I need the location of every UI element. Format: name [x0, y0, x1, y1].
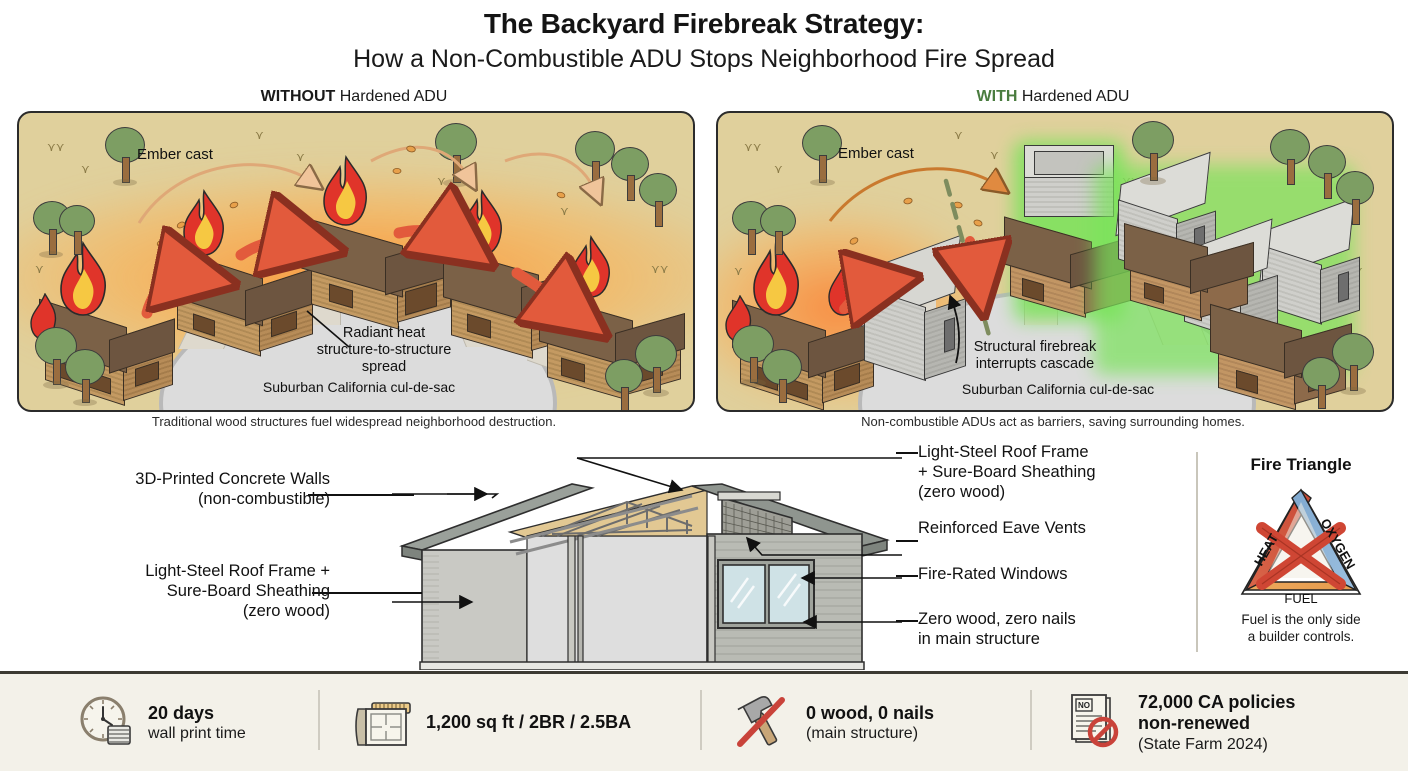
radiant-heat-leader — [306, 310, 350, 348]
radiant-heat-callout: Radiant heat structure-to-structure spre… — [316, 325, 452, 376]
tree-icon — [1302, 357, 1344, 410]
stats-divider — [318, 690, 320, 750]
stat-value-line2: non-renewed — [1138, 713, 1251, 734]
panel-heading-with: WITH Hardened ADU — [715, 88, 1391, 106]
cutaway-label-steel-roof-left: Light-Steel Roof Frame + Sure-Board Shea… — [145, 562, 330, 620]
stat-item: 0 wood, 0 nails (main structure) — [730, 688, 1010, 758]
fire-triangle-divider — [1196, 452, 1198, 652]
panel-heading-without: WITHOUT Hardened ADU — [16, 88, 692, 106]
leader-line — [308, 494, 414, 496]
stat-text: 72,000 CA policies non-renewed (State Fa… — [1138, 692, 1295, 754]
stat-sublabel: (State Farm 2024) — [1138, 736, 1268, 753]
firebreak-callout: Structural firebreak interrupts cascade — [973, 339, 1097, 373]
cutaway-label-steel-roof-right: Light-Steel Roof Frame + Sure-Board Shea… — [918, 443, 1096, 501]
cutaway-label-zero-wood: Zero wood, zero nails in main structure — [918, 610, 1076, 648]
tree-icon — [762, 349, 804, 410]
ember-cast-label-right: Ember cast — [838, 145, 914, 162]
blueprint-icon — [350, 691, 412, 756]
stat-item: NO 72,000 CA policies non-renewed (State… — [1062, 688, 1392, 758]
firebreak-arrows — [828, 167, 1392, 364]
stats-divider — [1030, 690, 1032, 750]
street-label-left: Suburban California cul-de-sac — [262, 379, 456, 395]
panel-heading-with-strong: WITH — [976, 88, 1018, 105]
tree-icon — [635, 335, 679, 401]
firebreak-dashed-line — [943, 178, 993, 342]
tree-icon — [611, 147, 653, 211]
panel-heading-without-rest: Hardened ADU — [335, 88, 448, 105]
hammer-nail-crossed-icon — [730, 692, 792, 755]
tree-icon — [760, 205, 800, 267]
flame-icon — [55, 240, 111, 317]
stat-text: 0 wood, 0 nails (main structure) — [806, 703, 934, 744]
spread-arrows — [137, 145, 693, 410]
policy-denied-icon: NO — [1062, 690, 1124, 757]
svg-text:NO: NO — [1078, 701, 1090, 710]
ember-cast-label-left: Ember cast — [137, 146, 213, 163]
cutaway-label-fire-rated-windows: Fire-Rated Windows — [918, 565, 1068, 583]
fire-triangle-diagram: HEAT OXYGEN FUEL — [1236, 484, 1366, 606]
panel-heading-without-strong: WITHOUT — [260, 88, 336, 105]
adu-cutaway-illustration — [392, 450, 902, 671]
stat-text: 20 days wall print time — [148, 703, 246, 744]
stat-value-line1: 72,000 CA policies — [1138, 691, 1296, 712]
page-subtitle: How a Non-Combustible ADU Stops Neighbor… — [353, 45, 1055, 73]
stat-text: 1,200 sq ft / 2BR / 2.5BA — [426, 712, 631, 734]
tree-icon — [1308, 145, 1350, 209]
stat-value: 20 days — [148, 702, 215, 723]
leader-line — [896, 620, 918, 622]
panel-heading-with-rest: Hardened ADU — [1017, 88, 1130, 105]
tree-icon — [1270, 129, 1312, 193]
tree-icon — [65, 349, 107, 410]
tree-icon — [1336, 171, 1378, 235]
street-label-right: Suburban California cul-de-sac — [961, 381, 1155, 397]
scenario-panel-with: ⋎⋎ ⋎ ⋎ ⋎ ⋎⋎ ⋎ ⋎ ⋎ ⋎ ⋎ ⋎ — [716, 111, 1394, 412]
tree-icon — [605, 359, 647, 410]
cutaway-label-eave-vents: Reinforced Eave Vents — [918, 519, 1086, 537]
tree-icon — [59, 205, 99, 267]
stat-value: 0 wood, 0 nails — [806, 702, 935, 723]
tree-icon — [1332, 333, 1376, 399]
page-title: The Backyard Firebreak Strategy: — [483, 8, 925, 39]
tree-icon — [1132, 121, 1176, 187]
stats-bar: 20 days wall print time — [0, 671, 1408, 771]
tree-icon — [732, 325, 776, 391]
fire-triangle-caption: Fuel is the only side a builder controls… — [1241, 612, 1361, 644]
tree-icon — [575, 131, 617, 195]
svg-text:FUEL: FUEL — [1284, 591, 1317, 604]
stat-value: 1,200 sq ft / 2BR / 2.5BA — [426, 712, 632, 733]
stats-divider — [700, 690, 702, 750]
tree-icon — [105, 127, 145, 189]
caption-without: Traditional wood structures fuel widespr… — [151, 414, 557, 429]
flame-icon — [748, 238, 804, 317]
clock-icon — [78, 693, 134, 754]
caption-with: Non-combustible ADUs act as barriers, sa… — [861, 414, 1245, 429]
tree-icon — [639, 173, 681, 237]
stat-sublabel: (main structure) — [806, 725, 919, 743]
tree-icon — [802, 125, 844, 189]
leader-line — [896, 540, 918, 542]
cutaway-label-concrete-walls: 3D-Printed Concrete Walls (non-combustib… — [135, 470, 330, 508]
leader-line — [896, 575, 918, 577]
stat-item: 20 days wall print time — [78, 688, 338, 758]
stat-sublabel: wall print time — [148, 725, 246, 743]
leader-line — [312, 592, 422, 594]
fire-triangle-title: Fire Triangle — [1250, 455, 1352, 474]
stat-item: 1,200 sq ft / 2BR / 2.5BA — [350, 688, 680, 758]
scenario-panel-without: ⋎⋎ ⋎ ⋎ ⋎ ⋎⋎ ⋎ ⋎ ⋎⋎ ⋎ ⋎ ⋎ ⋎ ⋎ ⋎⋎ — [17, 111, 695, 412]
leader-line — [896, 452, 918, 454]
